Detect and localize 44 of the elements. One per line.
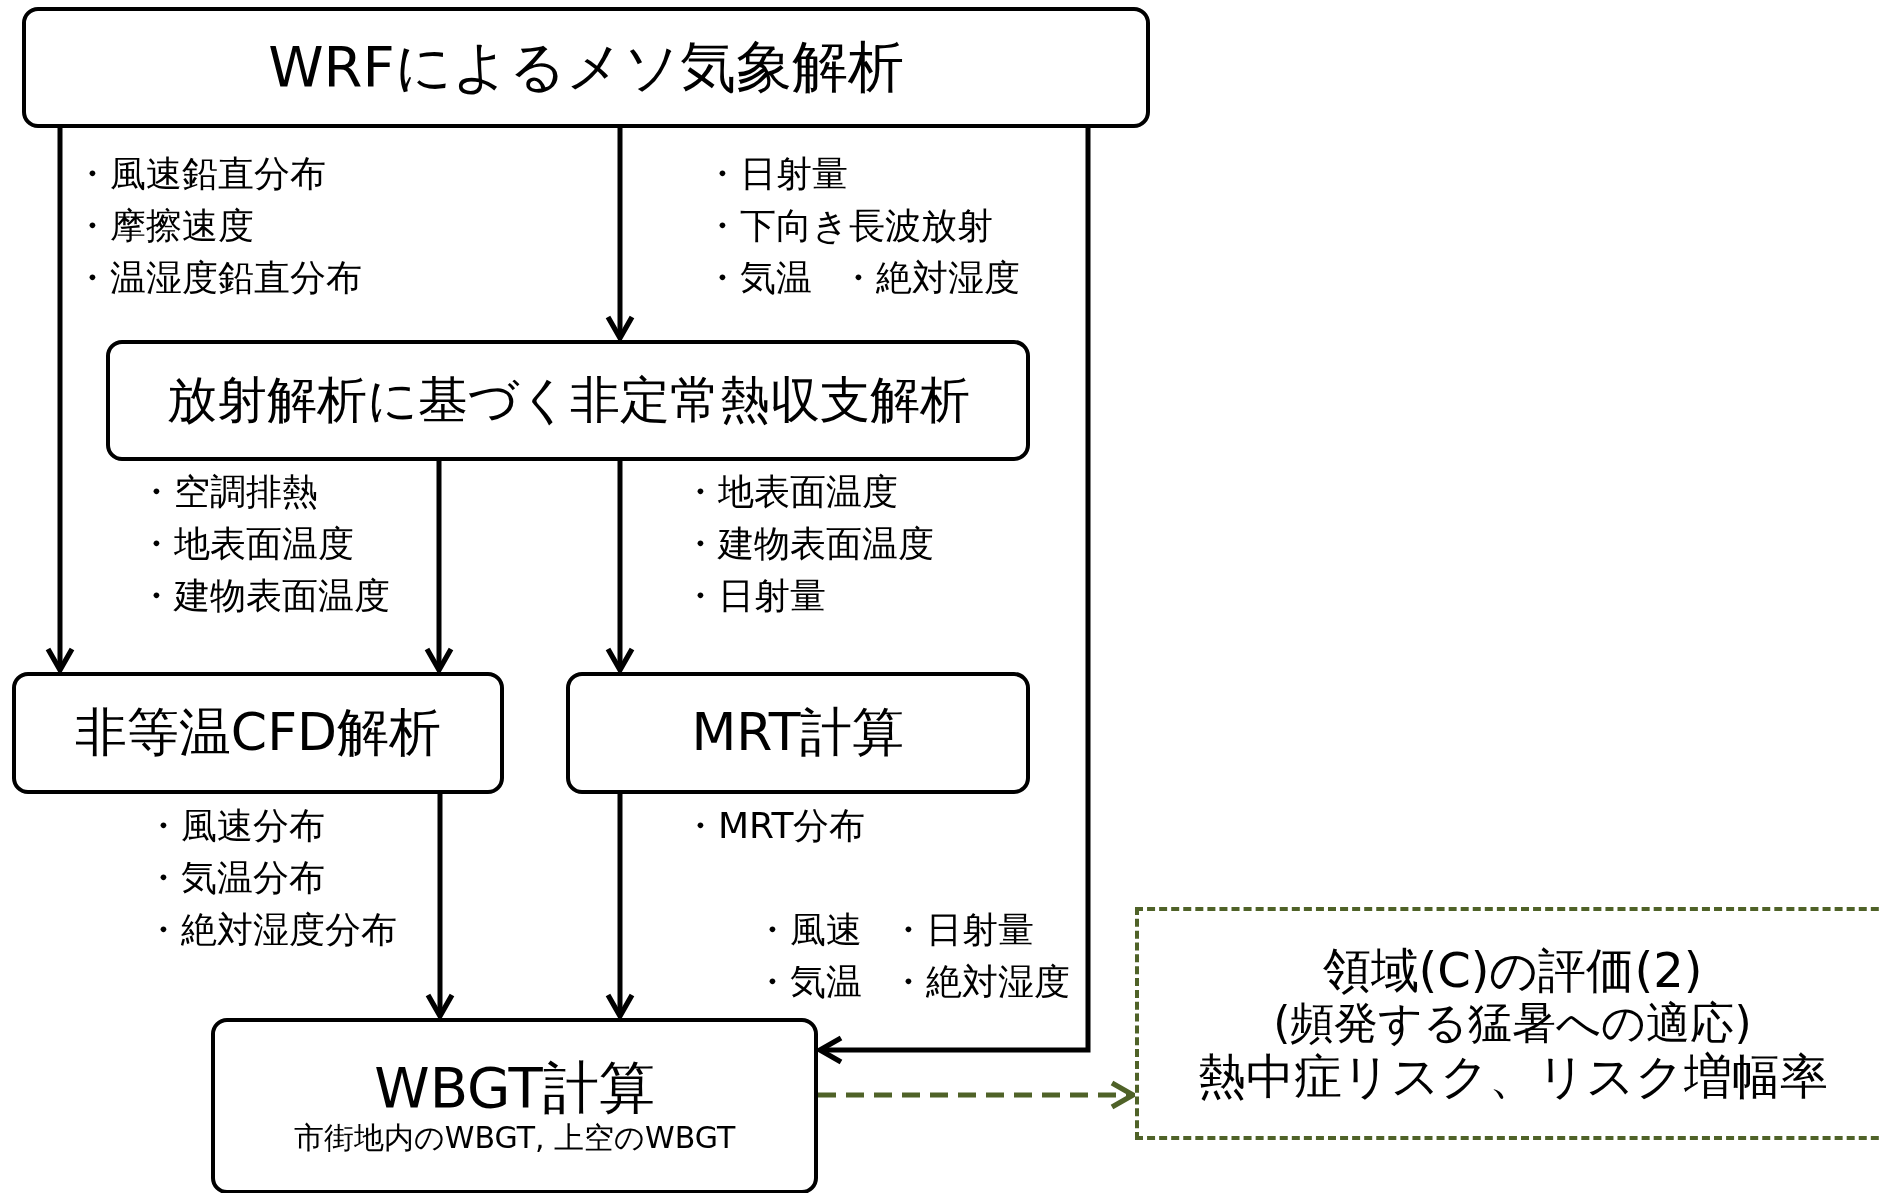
data-item: ・風速鉛直分布 — [74, 156, 326, 192]
data-item: ・下向き長波放射 — [704, 208, 993, 244]
node-title: 熱中症リスク、リスク増幅率 — [1196, 1048, 1829, 1104]
data-item: ・絶対湿度 — [890, 964, 1070, 1000]
node-title: 非等温CFD解析 — [74, 703, 442, 763]
node-title: (頻発する猛暑への適応) — [1272, 998, 1753, 1049]
node-title: 領域(C)の評価(2) — [1321, 943, 1704, 999]
arrow — [45, 128, 75, 673]
dashed-box — [1135, 907, 1882, 1140]
data-item: ・絶対湿度分布 — [145, 912, 397, 948]
data-item: ・日射量 — [890, 912, 1034, 948]
arrow — [817, 128, 1091, 1065]
arrow — [605, 461, 635, 673]
data-item: ・MRT分布 — [682, 808, 866, 844]
data-item: ・温湿度鉛直分布 — [74, 260, 362, 296]
data-item: ・空調排熱 — [138, 474, 318, 510]
data-item: ・地表面温度 — [138, 526, 354, 562]
data-item: ・摩擦速度 — [74, 208, 254, 244]
data-item: ・日射量 — [704, 156, 848, 192]
arrow — [424, 461, 454, 673]
process-box — [22, 7, 1150, 128]
node-subtitle: 市街地内のWBGT, 上空のWBGT — [293, 1120, 736, 1157]
process-box — [566, 672, 1030, 794]
data-item: ・風速 — [754, 912, 862, 948]
arrow — [605, 128, 635, 341]
node-title: WRFによるメソ気象解析 — [268, 35, 904, 100]
data-item: ・風速分布 — [145, 808, 325, 844]
data-item: ・絶対湿度 — [840, 260, 1020, 296]
arrow — [425, 794, 455, 1019]
process-box — [106, 340, 1030, 461]
node-title: MRT計算 — [691, 703, 905, 763]
data-item: ・建物表面温度 — [682, 526, 934, 562]
process-box — [12, 672, 504, 794]
process-box — [211, 1018, 818, 1193]
data-item: ・気温 — [704, 260, 812, 296]
data-item: ・地表面温度 — [682, 474, 898, 510]
node-title: 放射解析に基づく非定常熱収支解析 — [166, 371, 970, 430]
node-title: WBGT計算 — [374, 1055, 655, 1121]
data-item: ・気温分布 — [145, 860, 325, 896]
data-item: ・建物表面温度 — [138, 578, 390, 614]
data-item: ・日射量 — [682, 578, 826, 614]
arrow — [605, 794, 635, 1019]
arrow — [818, 1080, 1136, 1110]
data-item: ・気温 — [754, 964, 862, 1000]
